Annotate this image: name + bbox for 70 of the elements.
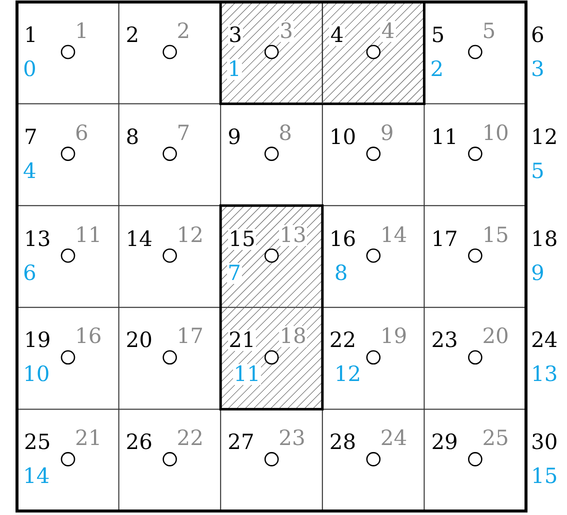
index-number: 0 [23,59,36,80]
cell-number: 7 [24,126,38,148]
cell-number: 8 [126,126,140,148]
point-number: 10 [482,122,509,144]
index-number: 6 [23,262,36,284]
index-number: 4 [23,160,36,182]
cell-number: 17 [431,228,458,250]
point-number: 9 [380,122,394,144]
cell-number: 14 [126,228,153,250]
cell-number: 29 [431,432,458,454]
cell-number: 28 [329,432,356,454]
index-number: 2 [430,59,444,80]
cell-number: 5 [431,25,445,46]
cell-number: 22 [329,330,356,352]
point-number: 15 [482,224,509,246]
point-number: 25 [482,428,509,450]
cell-number: 2 [126,25,140,46]
cell-number: 6 [531,25,544,46]
cell-number: 19 [24,330,51,352]
cell-number: 21 [228,330,256,352]
cell-number: 3 [228,25,243,46]
cell-number: 4 [329,25,345,46]
point-number: 6 [75,122,88,144]
index-number: 15 [531,466,558,488]
cell-number: 11 [431,126,458,148]
index-number: 14 [23,466,50,488]
cell-number: 24 [531,330,558,352]
point-number: 8 [278,122,292,144]
point-number: 4 [380,21,396,42]
point-number: 16 [75,326,102,348]
cell-number: 1 [24,25,38,46]
point-number: 2 [176,21,190,42]
point-number: 14 [380,224,408,246]
index-number: 1 [226,59,242,80]
point-number: 18 [278,326,308,348]
point-number: 5 [482,21,496,42]
point-number: 22 [176,428,204,450]
cell-number: 10 [329,126,356,148]
cell-number: 16 [329,228,356,250]
point-number: 23 [278,428,306,450]
cell-number: 20 [126,330,153,352]
index-number: 13 [531,364,558,386]
point-number: 11 [75,224,102,246]
cell-number: 12 [531,126,558,148]
point-number: 19 [380,326,408,348]
point-number: 1 [75,21,88,42]
cell-number: 30 [531,432,558,454]
cell-number: 26 [126,432,153,454]
index-number: 12 [334,364,362,386]
point-number: 20 [482,326,509,348]
index-number: 8 [334,262,348,284]
index-number: 10 [23,364,50,386]
cell-number: 13 [24,228,51,250]
cell-number: 25 [24,432,51,454]
point-number: 12 [176,224,204,246]
point-number: 17 [176,326,204,348]
cell-number: 9 [228,126,241,148]
index-number: 3 [531,59,544,80]
cell-number: 15 [228,228,256,250]
index-number: 9 [531,262,544,284]
cell-number: 27 [228,432,254,454]
point-number: 13 [278,224,308,246]
cell-number: 23 [431,330,458,352]
point-number: 7 [176,122,190,144]
cell-number: 18 [531,228,558,250]
index-number: 5 [531,160,544,182]
point-number: 3 [278,21,294,42]
index-number: 11 [232,364,262,386]
point-number: 24 [380,428,408,450]
point-number: 21 [75,428,102,450]
